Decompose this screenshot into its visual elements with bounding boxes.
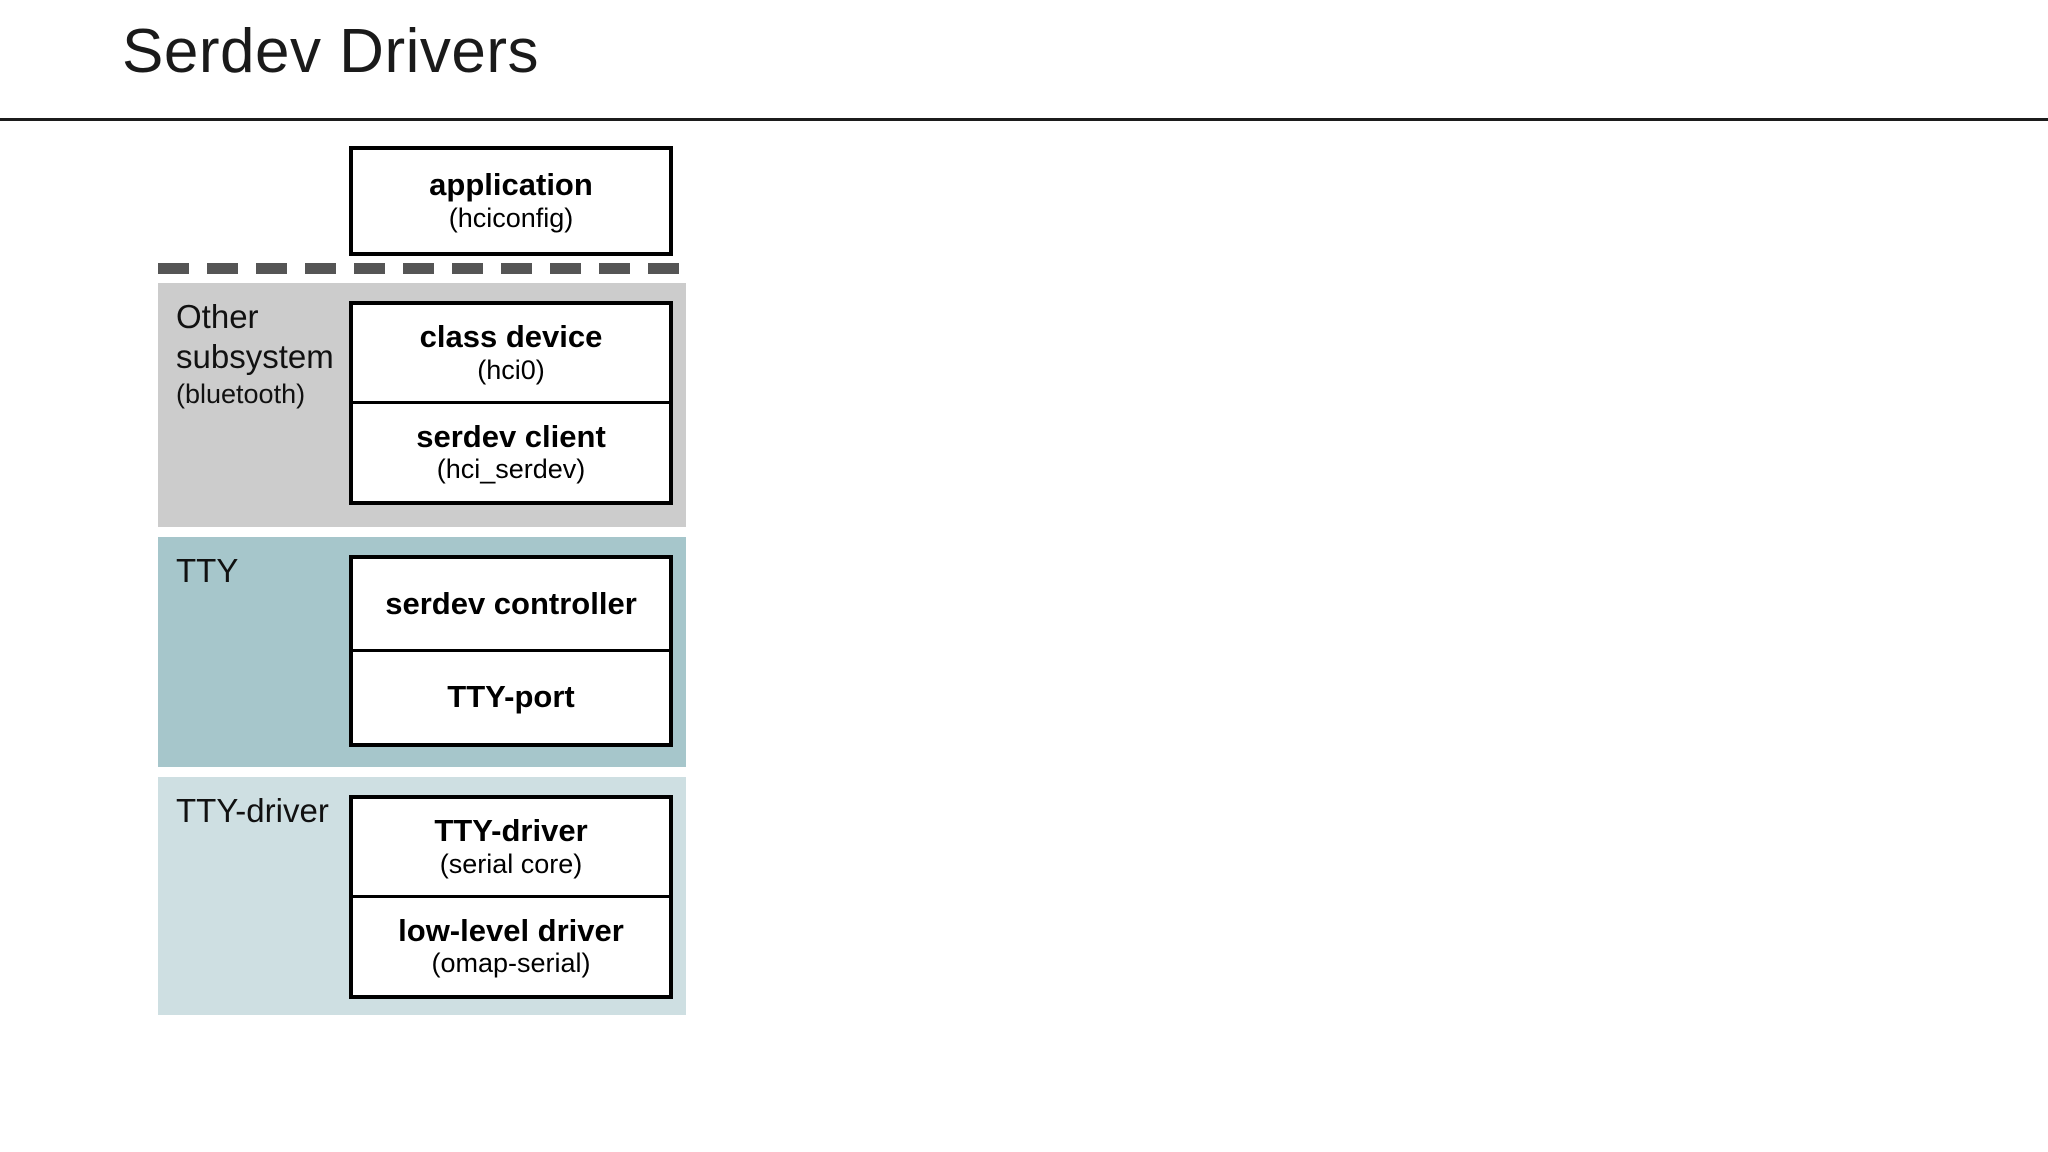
layer-label-tty: TTY [176, 551, 356, 591]
box-stack-tty-driver: TTY-driver (serial core) low-level drive… [349, 795, 673, 999]
layer-label-tty-driver: TTY-driver [176, 791, 356, 831]
userspace-kernel-divider [158, 263, 686, 274]
slide-header: Serdev Drivers [0, 0, 2048, 121]
node-application-title: application [429, 167, 593, 203]
node-low-level-driver-subtitle: (omap-serial) [431, 948, 591, 979]
header-divider-rule [0, 118, 2048, 121]
layer-label-other-subsystem: Other subsystem (bluetooth) [176, 297, 356, 410]
layer-label-tty-driver-text: TTY-driver [176, 792, 329, 829]
node-tty-driver-title: TTY-driver [434, 813, 588, 849]
layer-label-other-subsystem-subtext: (bluetooth) [176, 378, 306, 409]
layer-band-other-subsystem: Other subsystem (bluetooth) class device… [158, 283, 686, 527]
layer-label-other-subsystem-text: Other subsystem [176, 298, 334, 376]
node-application: application (hciconfig) [349, 146, 673, 256]
node-tty-port-title: TTY-port [447, 679, 575, 715]
node-application-subtitle: (hciconfig) [448, 202, 574, 233]
node-serdev-client-title: serdev client [416, 418, 606, 454]
box-stack-tty: serdev controller TTY-port [349, 555, 673, 747]
node-tty-port: TTY-port [349, 649, 673, 747]
node-low-level-driver: low-level driver (omap-serial) [349, 895, 673, 999]
node-class-device-subtitle: (hci0) [477, 354, 545, 385]
box-stack-other-subsystem: class device (hci0) serdev client (hci_s… [349, 301, 673, 505]
page-title: Serdev Drivers [122, 17, 539, 86]
node-class-device: class device (hci0) [349, 301, 673, 405]
node-serdev-client-subtitle: (hci_serdev) [436, 454, 586, 485]
layer-label-tty-text: TTY [176, 552, 239, 589]
node-low-level-driver-title: low-level driver [398, 912, 624, 948]
layer-band-tty: TTY serdev controller TTY-port [158, 537, 686, 767]
node-class-device-title: class device [419, 319, 603, 355]
node-serdev-client: serdev client (hci_serdev) [349, 401, 673, 505]
node-serdev-controller: serdev controller [349, 555, 673, 653]
node-tty-driver: TTY-driver (serial core) [349, 795, 673, 899]
node-serdev-controller-title: serdev controller [385, 585, 637, 621]
layer-band-tty-driver: TTY-driver TTY-driver (serial core) low-… [158, 777, 686, 1015]
node-tty-driver-subtitle: (serial core) [439, 848, 583, 879]
